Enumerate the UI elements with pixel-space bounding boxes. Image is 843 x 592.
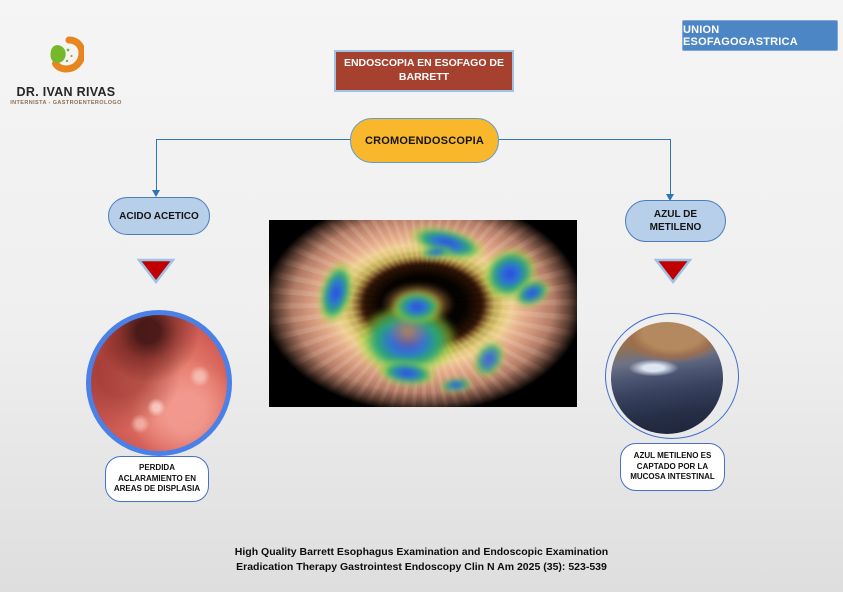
slide-title-box: ENDOSCOPIA EN ESOFAGO DE BARRETT [334, 50, 514, 92]
connector-left-vertical [156, 139, 157, 190]
stomach-logo-icon [48, 36, 86, 76]
caption-azul-metileno: AZUL METILENO ES CAPTADO POR LA MUCOSA I… [620, 443, 725, 491]
connector-right-horizontal [497, 139, 670, 140]
connector-left-horizontal [156, 139, 350, 140]
node-acido-acetico: ACIDO ACETICO [108, 197, 210, 235]
node-azul-metileno: AZUL DE METILENO [625, 200, 726, 242]
arrowhead-left-icon [152, 190, 160, 197]
node-cromoendoscopia: CROMOENDOSCOPIA [350, 118, 499, 163]
union-esofagogastrica-button[interactable]: UNION ESOFAGOGASTRICA [682, 20, 838, 51]
citation-line-1: High Quality Barrett Esophagus Examinati… [234, 546, 609, 558]
acetic-acid-endoscopy-photo [86, 310, 232, 456]
methylene-blue-photo-outline [605, 313, 739, 439]
citation: High Quality Barrett Esophagus Examinati… [0, 545, 843, 575]
caption-acido-acetico: PERDIDA ACLARAMIENTO EN AREAS DE DISPLAS… [105, 456, 209, 502]
connector-right-vertical [670, 139, 671, 194]
arrowhead-right-icon [666, 194, 674, 201]
brand-name: DR. IVAN RIVAS [16, 85, 116, 99]
brand-subtitle: INTERNISTA - GASTROENTEROLOGO [10, 100, 122, 106]
down-triangle-right-icon [653, 258, 693, 289]
citation-line-2: Eradication Therapy Gastrointest Endosco… [236, 561, 607, 574]
chromoendoscopy-lumen-photo [269, 220, 577, 407]
methylene-blue-endoscopy-photo [611, 322, 723, 434]
down-triangle-left-icon [136, 258, 176, 289]
